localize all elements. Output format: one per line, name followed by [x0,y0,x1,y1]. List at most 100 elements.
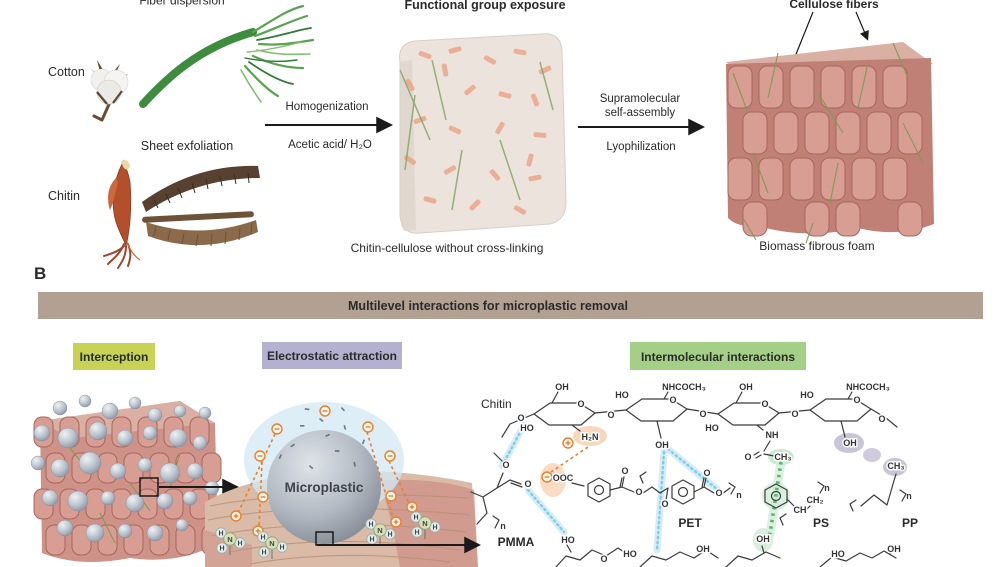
hydrophobic-highlight [834,433,864,453]
intermolecular-tag [630,342,806,370]
label-nhcoch3: NHCOCH₃ [662,382,706,392]
ps-structure: CH CH₂ n PS [764,481,830,530]
interception-tag [73,343,155,370]
label-n: n [500,521,506,531]
plus-charge-icon [390,516,402,528]
electrostatic-tag [262,342,402,369]
label-ho: HO [800,390,814,400]
label-o: O [853,395,860,405]
minus-charge-icon [319,405,331,417]
sheet-exfoliation-title: Sheet exfoliation [141,139,233,153]
label-oh: OH [555,382,569,392]
label-o: O [791,409,798,419]
minus-charge-icon [384,450,396,462]
label-o: O [502,460,509,470]
chitin-label-a: Chitin [48,189,80,203]
label-ch2: CH₂ [807,495,824,505]
pp-label: PP [902,516,918,530]
label-o: O [878,414,885,424]
plus-charge-icon [562,437,574,449]
minus-charge-icon [541,471,553,483]
label-ho: HO [831,549,845,559]
panel-b-label: B [34,264,46,283]
foam-with-microplastics [30,394,222,562]
label-o: O [607,410,614,420]
label-nhcoch3: NHCOCH₃ [846,382,890,392]
pi-highlight [768,449,794,465]
plus-charge-icon [230,510,242,522]
label-ch3: CH₃ [774,452,791,462]
cellulose-pointer-arrow [855,11,869,41]
fiber-brush-illustration [139,4,315,108]
caption-right: Biomass fibrous foam [759,239,874,253]
label-ho: HO [623,549,637,559]
label-ooc: OOC [553,473,574,483]
minus-charge-icon [362,421,374,433]
pmma-structure: O O n PMMA [470,452,535,549]
minus-charge-icon [385,490,397,502]
microplastic-label: Microplastic [285,480,364,495]
label-ho: HO [561,535,575,545]
acetic-acid-label: Acetic acid/ H₂O [288,139,372,151]
label-o: O [600,554,607,564]
label-o: O [517,413,524,423]
pmma-label: PMMA [498,535,535,549]
label-o: O [703,468,710,478]
interception-label: Interception [80,350,149,364]
label-ho: HO [615,390,629,400]
pet-label: PET [678,516,702,530]
chitin-label-b: Chitin [481,397,512,411]
plus-charge-icon [406,501,418,513]
hydrophobic-highlight [883,458,907,476]
label-oh: OH [655,440,669,450]
label-oh: OH [739,382,753,392]
electrostatic-charges [230,405,418,537]
label-n: n [736,490,742,500]
biomass-foam-illustration [726,42,934,244]
functional-group-title: Functional group exposure [404,0,565,12]
label-o: O [669,395,676,405]
banner-title: Multilevel interactions for microplastic… [348,299,628,313]
label-oh: OH [843,438,857,448]
label-oh: OH [756,534,770,544]
label-o: O [699,409,706,419]
label-oh: OH [887,544,901,554]
label-o: O [661,499,668,509]
hydrogen-bond-lines [498,421,722,554]
electrostatic-label: Electrostatic attraction [267,349,397,363]
label-h2n: H₂N [582,432,599,442]
label-n: n [906,491,912,501]
label-o: O [715,488,722,498]
cube-flakes [399,46,554,215]
fiber-dispersion-title: Fiber dispersion [139,0,224,8]
pp-structure: CH₃ n PP [849,460,918,530]
caption-center: Chitin-cellulose without cross-linking [351,241,544,255]
electrostatic-highlight [573,426,607,446]
banner [38,292,983,319]
cotton-label: Cotton [48,65,85,79]
self-assembly-label: self-assembly [605,107,676,119]
cotton-illustration [90,60,129,122]
minus-charge-icon [257,491,269,503]
label-n: n [824,483,830,493]
debris-specks [278,407,365,470]
cellulose-structure-bottom: HO O HO OH OH HO OH [555,533,902,567]
cellulose-fibers-label: Cellulose fibers [789,0,879,11]
supramolecular-label: Supramolecular [600,93,681,105]
squid-illustration [103,159,141,269]
minus-charge-icon [254,450,266,462]
chitin-cellulose-cube [399,33,567,234]
label-ch: CH [794,505,807,515]
chitin-sheets-illustration [142,165,260,247]
label-o: O [744,452,751,462]
label-ho: HO [520,423,534,433]
label-o: O [761,399,768,409]
zoom-box-1 [139,477,159,497]
pet-structure: OOC O O O O O n PET [551,465,742,531]
ps-label: PS [813,516,829,530]
ionic-dash [550,446,589,473]
label-o: O [621,466,628,476]
pi-interaction-line [765,457,786,539]
